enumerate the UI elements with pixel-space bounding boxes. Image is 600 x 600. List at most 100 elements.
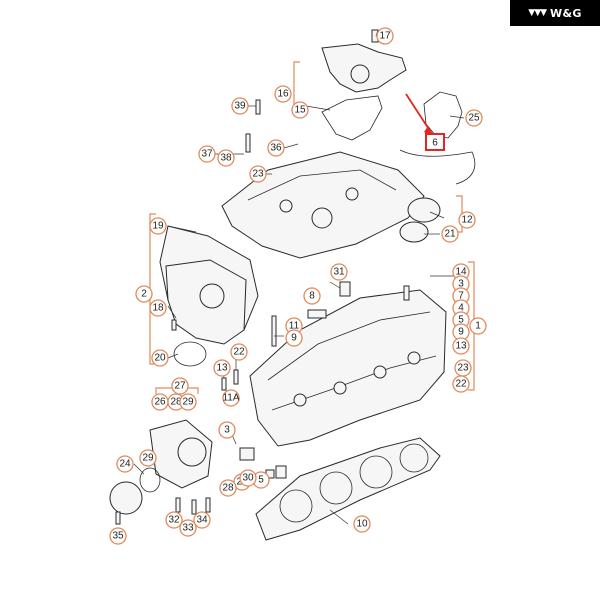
callout-label: 22 xyxy=(455,379,467,390)
callout-label: 4 xyxy=(458,303,464,314)
bolts xyxy=(115,99,410,525)
callout-label: 30 xyxy=(242,473,254,484)
callout-27[interactable]: 27 xyxy=(171,377,189,395)
head-gasket xyxy=(255,437,441,541)
callout-circle xyxy=(179,393,197,411)
callout-label: 11A xyxy=(222,393,239,404)
callout-circle xyxy=(171,377,189,395)
oil-filler xyxy=(399,197,441,243)
callout-label: 3 xyxy=(458,279,464,290)
callout-14[interactable]: 14 xyxy=(452,263,470,281)
callout-circle xyxy=(218,421,236,439)
callout-label: 28 xyxy=(222,483,234,494)
callout-circle xyxy=(274,85,292,103)
callout-35[interactable]: 35 xyxy=(109,527,127,545)
callout-15[interactable]: 15 xyxy=(291,101,309,119)
callout-36[interactable]: 36 xyxy=(267,139,285,157)
callout-label: 33 xyxy=(182,523,194,534)
callout-20[interactable]: 20 xyxy=(151,349,169,367)
callout-29[interactable]: 29 xyxy=(179,393,197,411)
callout-label: 22 xyxy=(233,347,245,358)
callout-37[interactable]: 37 xyxy=(198,145,216,163)
callout-30[interactable]: 30 xyxy=(239,469,257,487)
callout-label: 37 xyxy=(201,149,213,160)
callout-circle xyxy=(151,349,169,367)
callout-label: 12 xyxy=(461,215,473,226)
callout-label: 35 xyxy=(112,531,124,542)
callout-33[interactable]: 33 xyxy=(179,519,197,537)
callout-circle xyxy=(213,359,231,377)
callout-circle xyxy=(249,165,267,183)
callout-circle xyxy=(458,211,476,229)
callout-28[interactable]: 28 xyxy=(219,479,237,497)
callout-24[interactable]: 24 xyxy=(116,455,134,473)
callout-label: 29 xyxy=(142,453,154,464)
callout-label: 23 xyxy=(252,169,264,180)
callout-13[interactable]: 13 xyxy=(213,359,231,377)
valve-cover xyxy=(221,151,425,259)
brand-text: W&G xyxy=(550,6,582,20)
callout-circle xyxy=(179,519,197,537)
callout-25[interactable]: 25 xyxy=(465,109,483,127)
callout-13[interactable]: 13 xyxy=(452,337,470,355)
callout-3[interactable]: 3 xyxy=(218,421,236,439)
highlight-callout[interactable]: 6 xyxy=(425,133,445,151)
callout-label: 27 xyxy=(174,381,186,392)
callout-label: 5 xyxy=(258,475,264,486)
callout-circle xyxy=(135,285,153,303)
callout-38[interactable]: 38 xyxy=(217,149,235,167)
callout-label: 20 xyxy=(154,353,166,364)
callout-circle xyxy=(376,27,394,45)
callout-circle xyxy=(230,343,248,361)
callout-label: 28 xyxy=(170,397,182,408)
callout-19[interactable]: 19 xyxy=(149,217,167,235)
callout-11A[interactable]: 11A xyxy=(222,389,240,407)
brand-logo: ▼▼▼ W&G xyxy=(510,0,600,26)
callout-23[interactable]: 23 xyxy=(249,165,267,183)
callout-circle xyxy=(452,375,470,393)
callout-34[interactable]: 34 xyxy=(193,511,211,529)
callout-12[interactable]: 12 xyxy=(458,211,476,229)
callout-1[interactable]: 1 xyxy=(469,317,487,335)
callout-label: 29 xyxy=(182,397,194,408)
callout-18[interactable]: 18 xyxy=(149,299,167,317)
callout-17[interactable]: 17 xyxy=(376,27,394,45)
callout-circle xyxy=(452,337,470,355)
callout-label: 24 xyxy=(119,459,131,470)
callout-label: 16 xyxy=(277,89,289,100)
callout-8[interactable]: 8 xyxy=(303,287,321,305)
callout-23[interactable]: 23 xyxy=(454,359,472,377)
callout-circle xyxy=(222,389,240,407)
callout-22[interactable]: 22 xyxy=(452,375,470,393)
gasket-outline xyxy=(321,95,383,141)
callout-circle xyxy=(285,329,303,347)
callout-label: 18 xyxy=(152,303,164,314)
callout-16[interactable]: 16 xyxy=(274,85,292,103)
callout-label: 34 xyxy=(196,515,208,526)
callout-label: 17 xyxy=(379,31,391,42)
callout-label: 10 xyxy=(356,519,368,530)
callout-9[interactable]: 9 xyxy=(285,329,303,347)
callout-29[interactable]: 29 xyxy=(139,449,157,467)
callout-circle xyxy=(149,299,167,317)
cylinder-head xyxy=(249,289,447,447)
gasket-ring xyxy=(423,91,463,139)
callout-circle xyxy=(469,317,487,335)
callout-label: 5 xyxy=(458,315,464,326)
callout-22[interactable]: 22 xyxy=(230,343,248,361)
callout-10[interactable]: 10 xyxy=(353,515,371,533)
callout-32[interactable]: 32 xyxy=(165,511,183,529)
callout-circle xyxy=(353,515,371,533)
callout-39[interactable]: 39 xyxy=(231,97,249,115)
cam-adjuster-assembly xyxy=(321,29,407,93)
hose xyxy=(399,149,476,185)
callout-circle xyxy=(330,263,348,281)
callout-26[interactable]: 26 xyxy=(151,393,169,411)
callout-31[interactable]: 31 xyxy=(330,263,348,281)
callout-label: 21 xyxy=(444,229,456,240)
callout-circle xyxy=(165,511,183,529)
callout-21[interactable]: 21 xyxy=(441,225,459,243)
callout-circle xyxy=(149,217,167,235)
callout-2[interactable]: 2 xyxy=(135,285,153,303)
